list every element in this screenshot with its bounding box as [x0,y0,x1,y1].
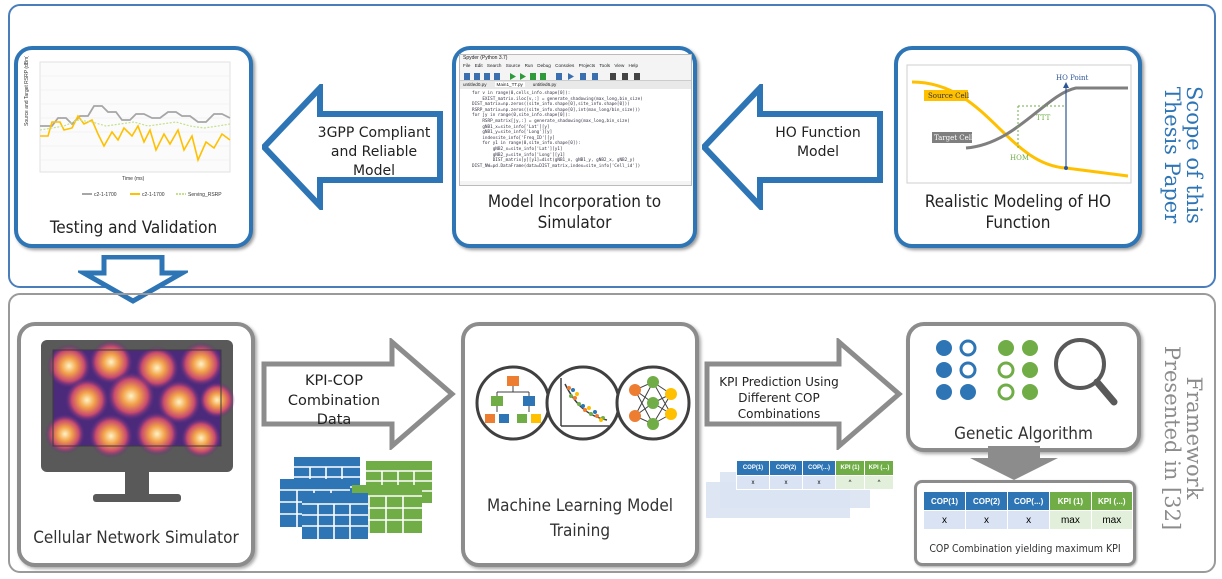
window-title: Spyder (Python 3.7) [463,55,508,61]
chart-legend: c2-1-1700 c2-1-1700 Serving_RSRP [82,192,222,198]
series-gray [40,105,231,127]
testing-validation-card: Source and Target RSRP (dBm) Time (ms) c… [14,46,253,248]
ga-caption: Genetic Algorithm [954,424,1093,444]
svg-text:Time (ms): Time (ms) [122,176,145,182]
svg-text:Source Cell: Source Cell [928,92,970,100]
rsrp-line-chart: Source and Target RSRP (dBm) Time (ms) c… [24,56,231,198]
chromosome-icons [936,338,1118,406]
arrow-3gpp-left [262,84,443,210]
ho-modeling-card: Source Cell Target Cell HO Point TTT HOM… [894,46,1142,248]
sheet-blue-mid [302,493,368,539]
prediction-table: COP(1) COP(2) COP(...) KPI (1) KPI (...)… [736,460,894,490]
arrow-kpi-cop-label: KPI-COP Combination Data [287,373,381,429]
svg-text:HOM: HOM [1010,154,1029,162]
series-green [39,119,231,131]
incorporation-caption: Model Incorporation to Simulator [487,192,662,234]
svg-text:Target Cell: Target Cell [934,134,974,142]
heatmap [45,340,235,458]
neural-network-icon [615,365,691,441]
ml-training-card: Machine Learning Model Training [461,322,699,567]
ho-caption: Realistic Modeling of HO Function [924,192,1112,234]
testing-caption: Testing and Validation [49,218,218,238]
arrow-down [78,255,188,304]
toolbar [460,69,691,81]
model-incorporation-card: Spyder (Python 3.7) File Edit Search Sou… [452,46,697,248]
result-table: COP(1) COP(2) COP(...) KPI (1) KPI (...)… [922,491,1134,530]
genetic-algorithm-card: Genetic Algorithm [906,322,1141,452]
svg-text:Source and Target RSRP (dBm): Source and Target RSRP (dBm) [24,56,30,126]
code-editor: for v in range(0,cells_info.shape[0]): E… [460,89,691,181]
framework-side-title: Framework Presented in [32] [1160,345,1207,531]
arrow-3gpp-label: 3GPP Compliant and Reliable Model [317,125,431,179]
ho-diagram: Source Cell Target Cell HO Point TTT HOM [906,64,1132,184]
magnifier-icon [1054,338,1118,406]
svg-text:TTT: TTT [1036,114,1051,122]
scope-panel [8,4,1216,288]
spyder-window: Spyder (Python 3.7) File Edit Search Sou… [459,54,692,186]
svg-text:HO Point: HO Point [1056,74,1088,82]
arrow-ho-left [702,84,883,210]
arrow-ga-down [970,446,1058,480]
series-yellow [40,114,231,163]
menu-bar: File Edit Search Source Run Debug Consol… [463,63,638,68]
ml-caption: Machine Learning Model Training [486,496,673,541]
result-card: COP(1) COP(2) COP(...) KPI (1) KPI (...)… [914,480,1136,566]
arrow-ho-label: HO Function Model [775,125,861,160]
blue-chromosomes-icon [936,339,977,400]
decision-tree-icon [475,365,551,441]
arrow-kpi-cop-right [261,338,456,450]
svg-text:Serving_RSRP: Serving_RSRP [188,192,222,198]
monitor-icon [41,340,235,502]
simulator-caption: Cellular Network Simulator [33,528,239,548]
svg-text:c2-1-1700: c2-1-1700 [94,192,117,198]
spreadsheet-stack-icon [280,457,432,539]
arrow-prediction-label: KPI Prediction Using Different COP Combi… [719,375,839,422]
simulator-card: Cellular Network Simulator [17,322,255,567]
regression-plot-icon [545,365,621,441]
ml-icons [475,365,691,441]
result-caption: COP Combination yielding maximum KPI [929,543,1121,555]
green-chromosomes-icon [997,340,1038,401]
scope-side-title: Scope of this Thesis Paper [1160,86,1207,224]
arrow-prediction-right [704,338,903,450]
prediction-table-stack: COP(1) COP(2) COP(...) KPI (1) KPI (...)… [706,460,896,520]
svg-text:c2-1-1700: c2-1-1700 [142,192,165,198]
framework-panel [8,293,1216,573]
